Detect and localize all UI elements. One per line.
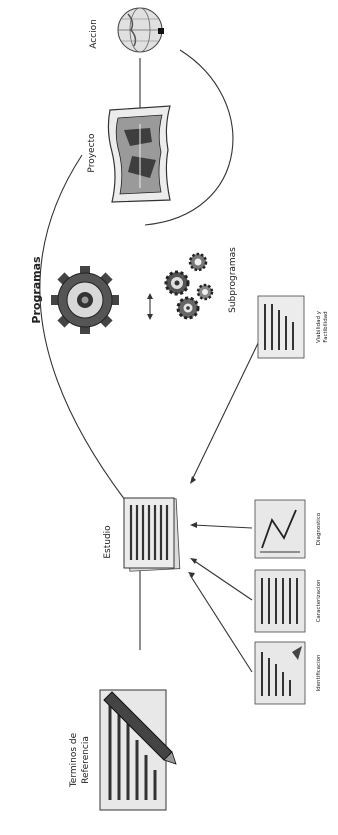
label-accion: Accion [89, 19, 99, 49]
label-diagnostico: Diagnostico [316, 512, 322, 545]
label-caracterizacion: Caracterizacion [316, 579, 322, 622]
accion-globe-icon [118, 8, 164, 52]
arrow-viabilidad-estudio [192, 335, 262, 480]
arrow-diagnostico-estudio [193, 525, 252, 528]
terminos-document-pencil-icon [100, 690, 176, 810]
estudio-documents-icon [124, 498, 180, 571]
programas-gear-icon [51, 266, 119, 334]
label-proyecto: Proyecto [87, 133, 97, 173]
subprogramas-gears-icon [166, 254, 212, 318]
proyecto-map-icon [108, 106, 170, 202]
label-identificacion: Identificacion [316, 654, 322, 691]
viabilidad-document-icon [258, 296, 304, 358]
arrow-identificacion-estudio [190, 575, 252, 672]
identificacion-document-icon [255, 642, 305, 704]
label-viabilidad-line1: Viabilidad y [316, 310, 322, 343]
caracterizacion-document-icon [255, 570, 305, 632]
label-terminos-line1: Terminos de [69, 732, 79, 788]
diagnostico-chart-document-icon [255, 500, 305, 558]
label-programas: Programas [30, 256, 43, 324]
label-terminos-line2: Referencia [81, 736, 91, 784]
label-estudio: Estudio [103, 525, 113, 559]
label-viabilidad-line2: Factibilidad [323, 311, 329, 342]
label-subprogramas: Subprogramas [228, 247, 238, 313]
